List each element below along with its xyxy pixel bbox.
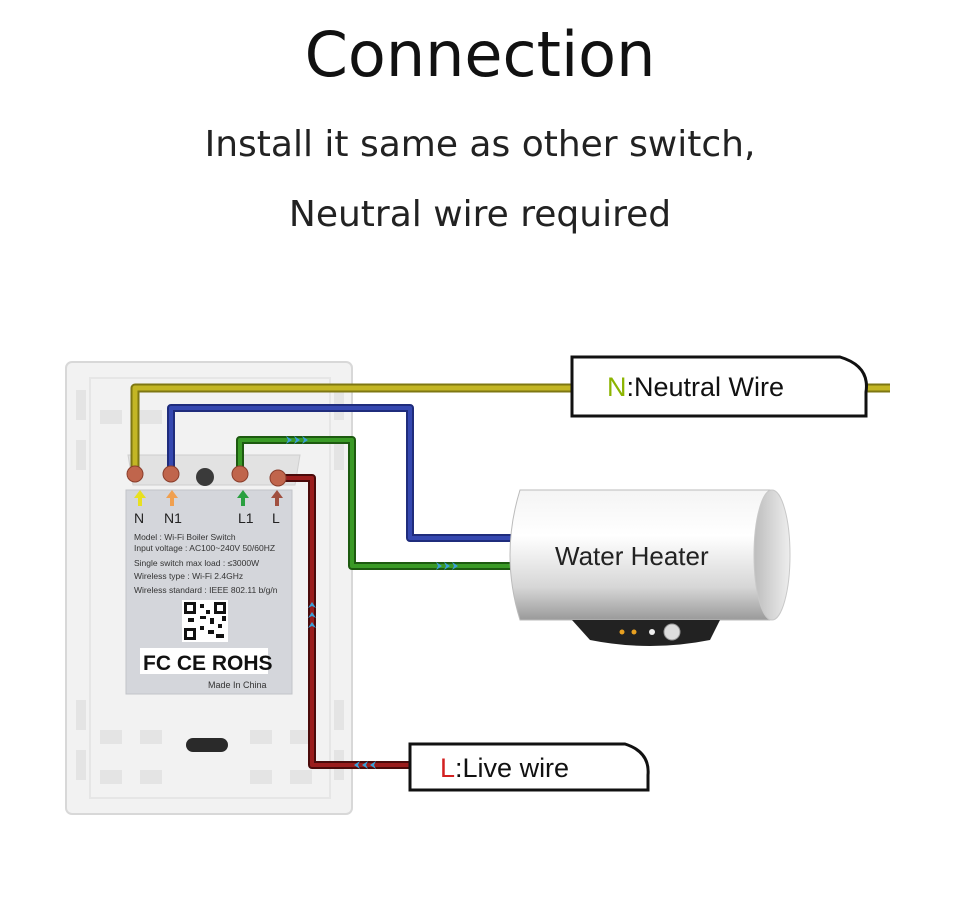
spec-line: Model : Wi-Fi Boiler Switch: [134, 532, 236, 542]
spec-line: Wireless type : Wi-Fi 2.4GHz: [134, 571, 243, 581]
terminal-label-l: L: [272, 510, 280, 526]
indicator-light-icon: [619, 629, 625, 635]
water-heater: [509, 489, 791, 646]
certification-box: [140, 648, 268, 674]
terminal-screw-l: [269, 469, 287, 487]
neutral-callout: N:Neutral Wire: [570, 355, 868, 418]
svg-text:N:Neutral Wire: N:Neutral Wire: [607, 372, 784, 402]
arrow-up-icon: [166, 490, 178, 506]
control-knob-icon: [663, 623, 681, 641]
terminal-screw-l1: [231, 465, 249, 483]
indicator-light-icon: [631, 629, 637, 635]
terminal-label-n1: N1: [164, 510, 182, 526]
spec-line: Input voltage : AC100~240V 50/60HZ: [134, 543, 275, 553]
indicator-light-icon: [649, 629, 655, 635]
subtitle-line-2: Neutral wire required: [288, 194, 672, 235]
chevron-up-icon: [308, 602, 316, 628]
live-callout-letter: L: [440, 753, 455, 783]
spec-line: Wireless standard : IEEE 802.11 b/g/n: [134, 585, 278, 595]
neutral-callout-text: :Neutral Wire: [627, 372, 785, 402]
terminal-screw-n: [126, 465, 144, 483]
live-callout-text: :Live wire: [455, 753, 569, 783]
page-title: Connection: [304, 18, 656, 91]
neutral-callout-letter: N: [607, 372, 627, 402]
chevron-right-icon: [286, 436, 308, 444]
live-callout: L:Live wire: [408, 742, 650, 792]
terminal-label-n: N: [134, 510, 144, 526]
terminal-screws: [126, 465, 287, 487]
terminal-screw-n1: [162, 465, 180, 483]
made-in-label: Made In China: [208, 680, 267, 690]
arrow-up-icon: [134, 490, 146, 506]
spec-line: Single switch max load : ≤3000W: [134, 558, 259, 568]
qr-code-icon: [182, 600, 228, 642]
subtitle-line-1: Install it same as other switch,: [204, 124, 756, 165]
terminal-label-l1: L1: [238, 510, 254, 526]
arrow-up-icon: [237, 490, 249, 506]
svg-text:L:Live wire: L:Live wire: [440, 753, 569, 783]
certification-marks: FC CE ROHS: [143, 652, 273, 675]
arrow-up-icon: [271, 490, 283, 506]
flow-arrows: [286, 436, 458, 769]
terminal-labels: N N1 L1 L: [134, 510, 280, 526]
heater-label: Water Heater: [555, 541, 709, 571]
spec-label: Model : Wi-Fi Boiler Switch Input voltag…: [134, 532, 278, 595]
chevron-right-icon: [436, 562, 458, 570]
chevron-left-icon: [354, 761, 376, 769]
terminal-arrows: [134, 490, 283, 506]
